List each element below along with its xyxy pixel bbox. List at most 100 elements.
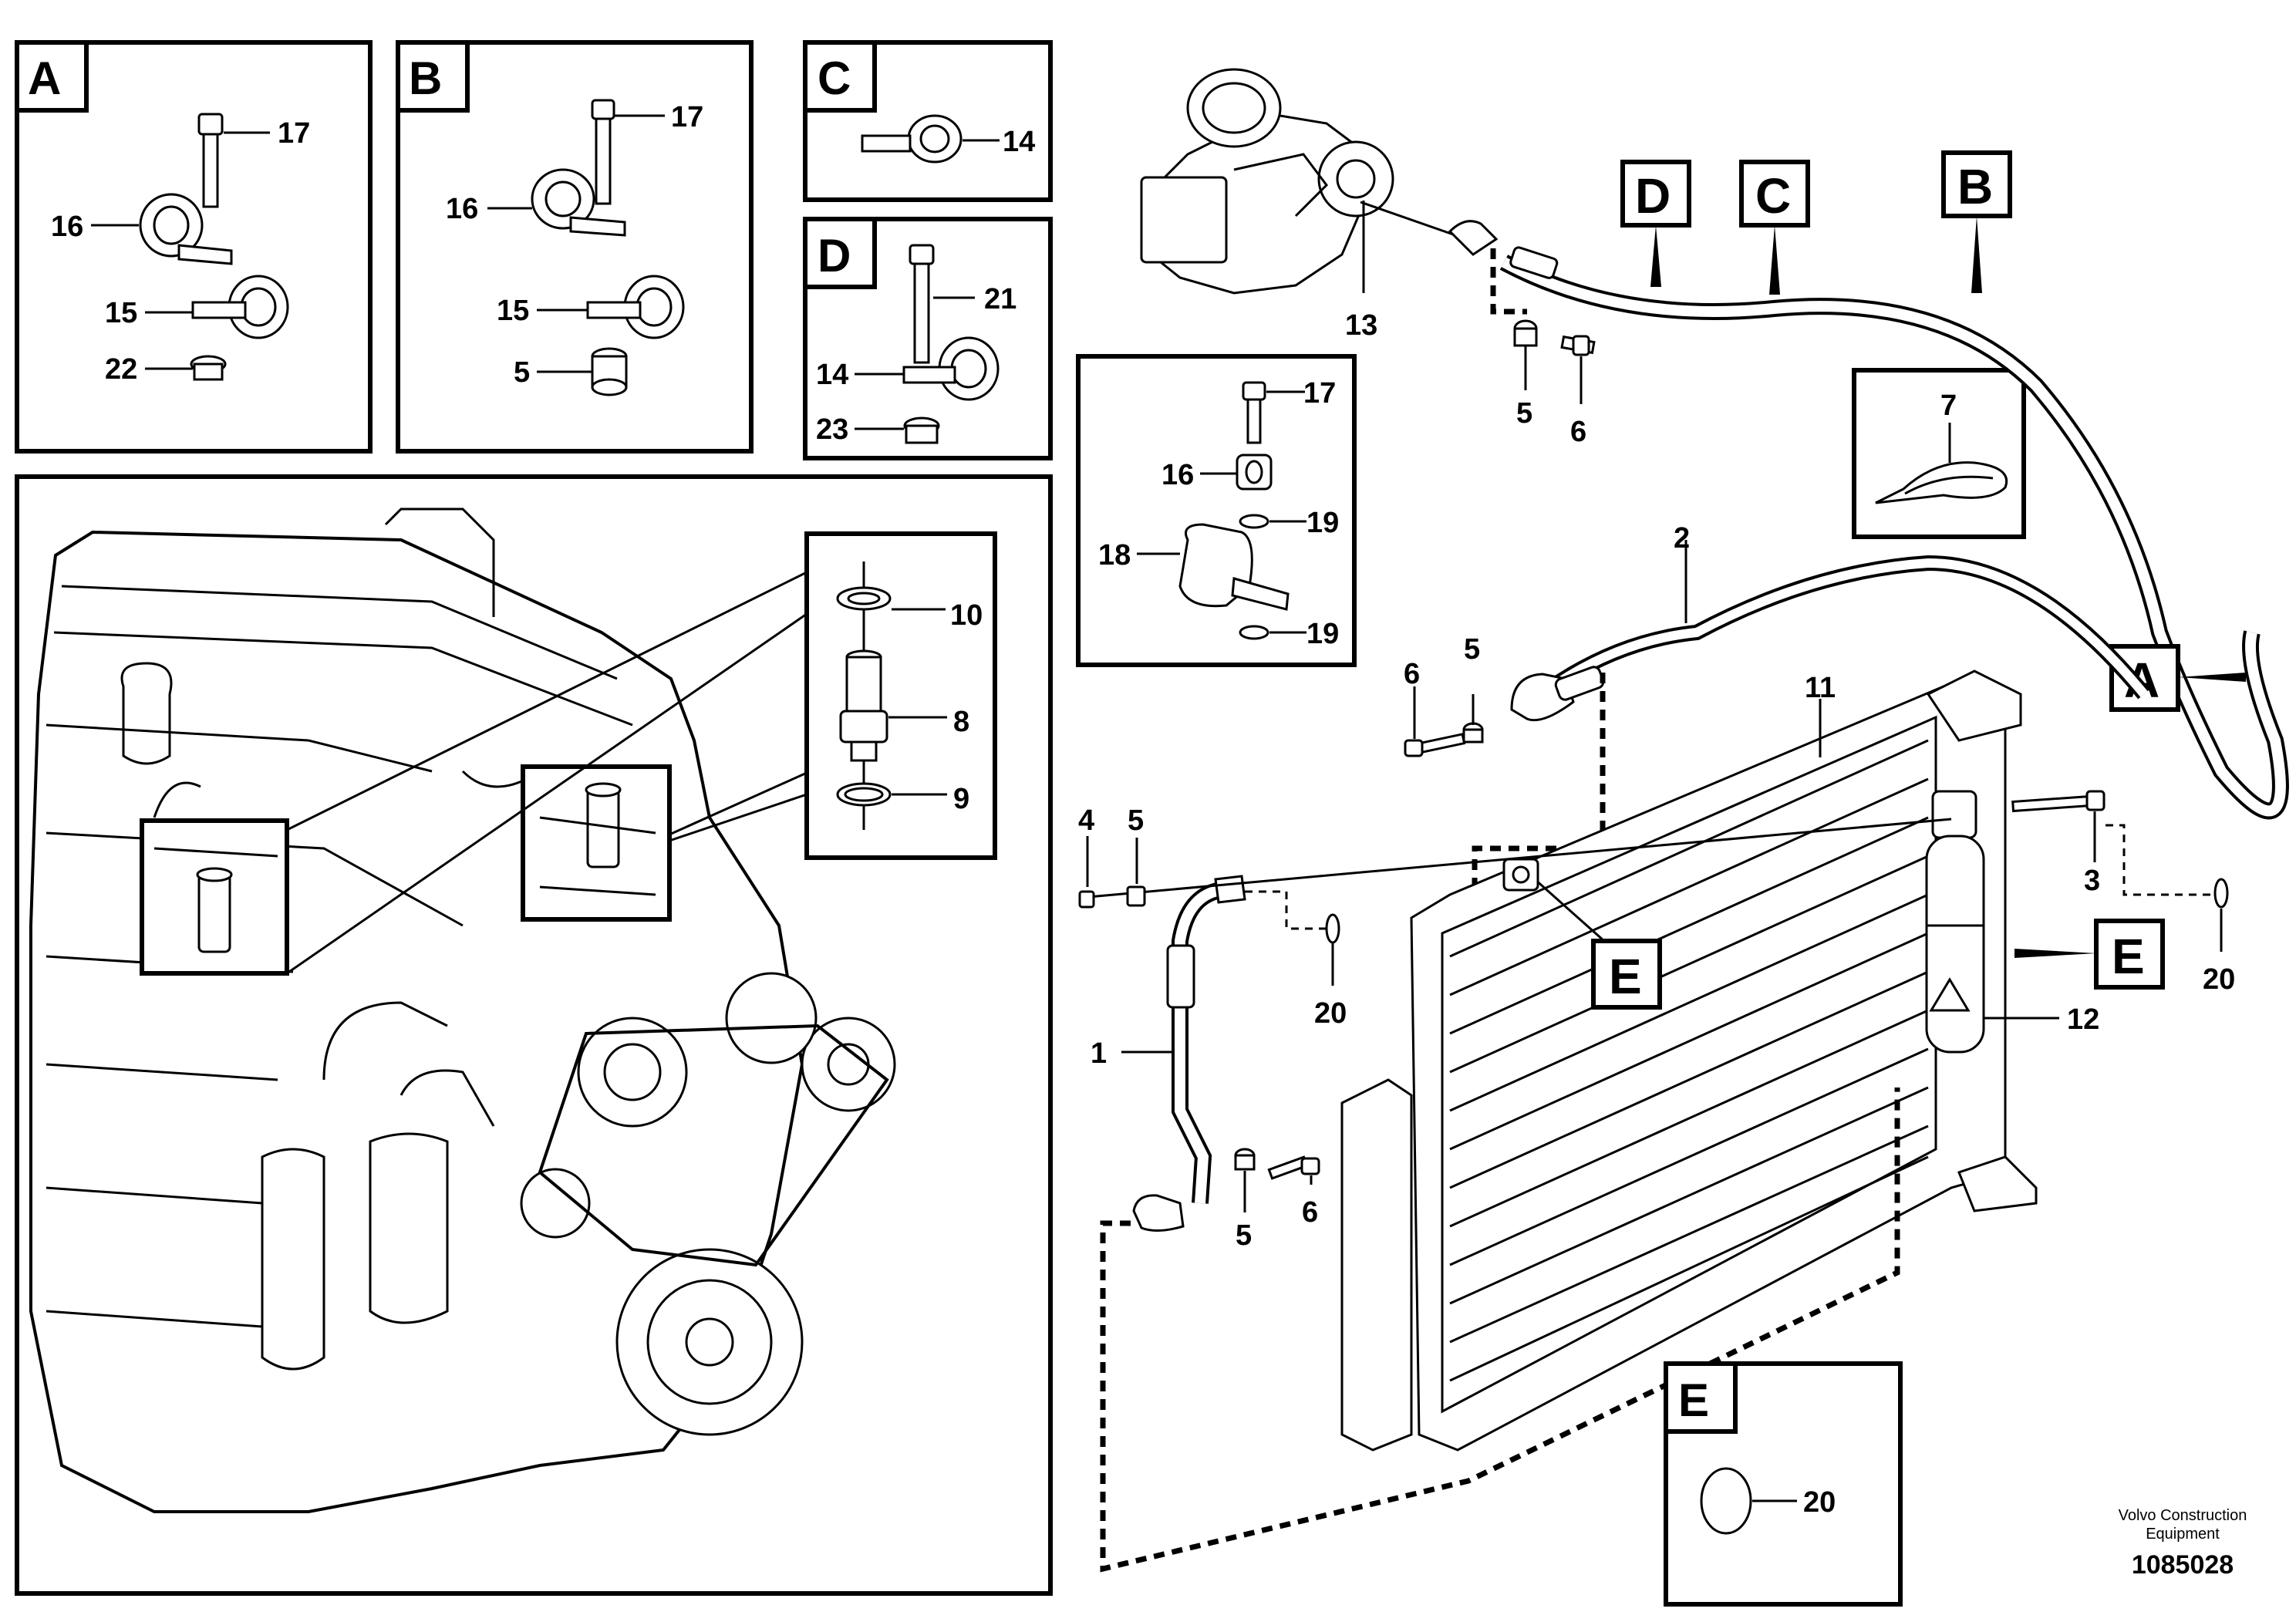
callout-17: 17 [671,101,703,133]
callout-4: 4 [1078,804,1094,837]
callout-16: 16 [1161,459,1194,491]
callout-15: 15 [497,295,529,327]
callout-5: 5 [514,356,530,389]
hose-marker-a: A [2109,644,2246,712]
svg-text:D: D [1635,168,1671,224]
hose-2 [1510,555,2150,722]
condenser [1340,669,2038,1452]
engine-overview-panel: 10 8 9 [15,474,1053,1596]
panel-d-letter: D [818,230,851,282]
spacer-part [1513,319,1538,347]
callout-20: 20 [2203,963,2235,996]
spacer-part [1234,1148,1256,1171]
hose-marker-e-right: E [2014,919,2165,990]
callout-5: 5 [1516,397,1532,430]
hose-marker-c: C [1739,160,1810,295]
callout-7: 7 [1940,389,1957,422]
callout-8: 8 [953,706,969,738]
callout-5: 5 [1464,633,1480,666]
callout-1: 1 [1091,1037,1107,1070]
callout-18: 18 [1098,539,1131,572]
receiver-drier [1925,790,1985,1054]
nut-part [190,355,227,381]
callout-19: 19 [1306,507,1339,539]
nut-part [903,416,940,444]
washer-part [1239,625,1269,640]
bolt-part [197,113,224,208]
callout-6: 6 [1570,416,1586,448]
drawing-id: 1085028 [2131,1550,2234,1580]
callout-23: 23 [816,413,848,446]
footer-brand-line1: Volvo Construction [2118,1507,2247,1524]
hose-marker-d: D [1620,160,1691,287]
clip-detail-panel: 17 16 19 18 19 [1076,354,1357,667]
inset-sensor-right [521,764,672,922]
callout-5: 5 [1128,804,1144,837]
bolt-part [1267,1155,1320,1180]
bolt-part [1242,381,1266,444]
clamp-part [531,168,626,237]
callout-17: 17 [1303,377,1336,410]
bolt-part [909,244,935,364]
bolt-part [591,99,615,205]
clamp-part [191,275,289,339]
callout-20: 20 [1803,1486,1836,1519]
callout-22: 22 [105,353,137,386]
panel-e-letter: E [1678,1374,1709,1426]
callout-16: 16 [51,211,83,243]
callout-6: 6 [1404,658,1420,690]
hose-clamp-part [836,586,892,611]
engine-illustration [29,508,896,1513]
callout-6: 6 [1302,1196,1318,1229]
callout-13: 13 [1345,309,1377,342]
callout-15: 15 [105,297,137,329]
oring-part [836,782,892,807]
panel-c-letter: C [818,52,851,104]
detail-panel-c: C 14 [803,40,1053,202]
callout-3: 3 [2084,865,2100,897]
panel-a-letter: A [28,52,61,104]
washer-part [1239,514,1269,529]
fitting-detail-panel: 10 8 9 [804,531,997,860]
spacer-part [591,347,628,396]
bolt-part [2011,790,2106,813]
cable-tie-panel: 7 [1852,368,2026,539]
clamp-part [902,336,1000,401]
spacer-part [1126,885,1146,907]
svg-text:B: B [1957,159,1993,214]
hose-b-c-d [1448,220,2289,820]
callout-20: 20 [1314,997,1347,1030]
inset-sensor-left [140,818,289,976]
grommet-part [1236,454,1273,491]
clamp-part [586,275,685,339]
switch-fitting-part [839,649,888,762]
hose-marker-e-left: E [1502,858,1662,1010]
detail-panel-a: A 17 16 15 22 [15,40,373,454]
callout-11: 11 [1805,672,1836,704]
compressor-assembly [1140,68,1394,295]
callout-5: 5 [1236,1219,1252,1252]
clamp-part [861,114,963,164]
spacer-part [1462,722,1484,744]
oring-part [2213,878,2229,909]
callout-9: 9 [953,783,969,815]
footer-brand-line2: Equipment [2146,1526,2220,1543]
oring-part [1325,913,1340,944]
oring-part [1700,1467,1752,1535]
leader-line [286,571,807,831]
detail-panel-d: D 21 14 23 [803,217,1053,460]
bolt-part [1560,335,1596,356]
detail-panel-b: B 17 16 15 5 [396,40,754,454]
svg-text:E: E [2112,929,2145,984]
callout-2: 2 [1674,522,1690,555]
svg-text:E: E [1609,949,1642,1004]
bolt-part [1404,733,1466,757]
hose-1 [1132,875,1246,1232]
callout-16: 16 [446,193,478,225]
detail-panel-e: E 20 [1664,1361,1903,1607]
callout-12: 12 [2067,1003,2099,1036]
hose-marker-b: B [1941,150,2012,293]
callout-14: 14 [1003,126,1035,158]
callout-10: 10 [950,599,983,632]
